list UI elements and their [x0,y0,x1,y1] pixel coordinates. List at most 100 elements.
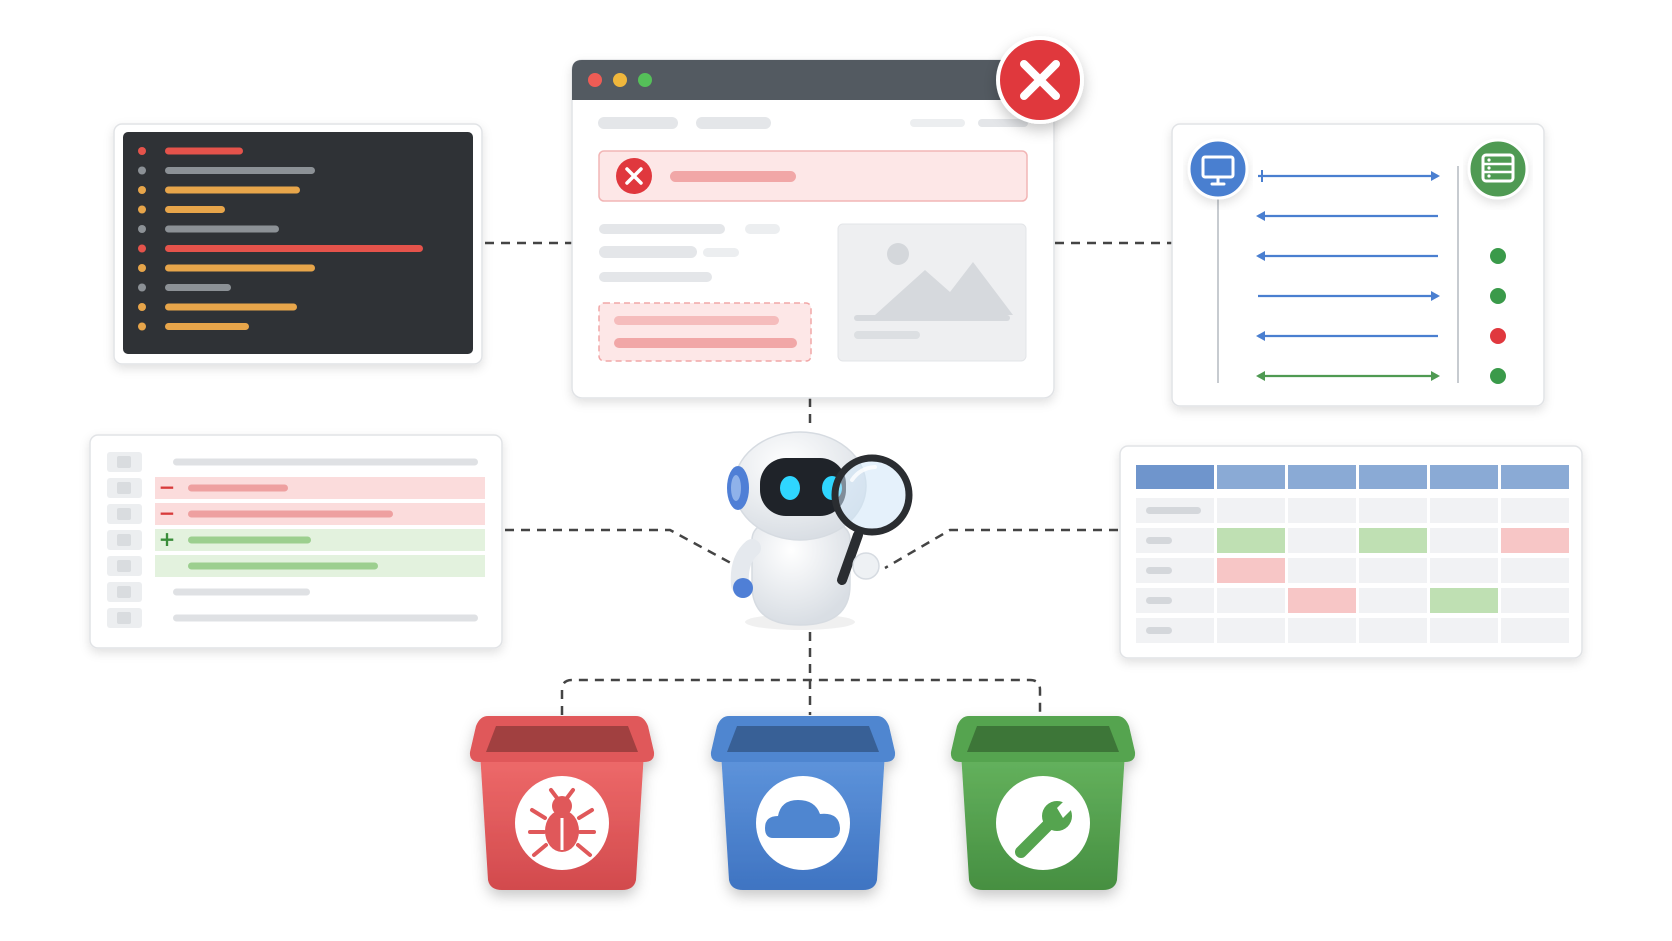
log-line-dot [138,244,146,253]
bucket-infrastructure [710,716,896,890]
code-lines [138,147,423,331]
log-line-dot [138,225,146,233]
log-line [165,186,300,194]
connectors [485,241,1172,715]
window-zoom-dot[interactable] [638,73,652,87]
table-cell-fail [1288,588,1356,613]
table-header-cell [1501,465,1569,489]
table-cell [1217,588,1285,613]
table-cell [1501,618,1569,643]
table-cell [1430,528,1498,553]
arrow-head [1256,251,1265,261]
table-cell [1430,498,1498,523]
table-cell-pass [1217,528,1285,553]
data-table-icon [1136,465,1569,643]
log-line-dot [138,205,146,214]
terminal-log-icon [123,132,473,354]
table-cell [1501,588,1569,613]
table-header-cell [1288,465,1356,489]
table-cell [1359,588,1427,613]
diff-context-row [173,588,310,596]
diff-panel: −−+ [89,434,503,649]
diff-minus-icon: − [159,475,176,499]
log-line [165,206,225,213]
log-line-dot [138,322,146,331]
bucket-fix [950,716,1136,890]
image-placeholder-icon [837,223,1027,362]
invalid-field [598,302,812,362]
table-cell-pass [1359,528,1427,553]
code-diff-icon: −−+ [107,452,485,628]
log-line [165,284,231,291]
error-banner [598,150,1028,202]
buckets [469,716,1136,890]
arrow-head [1431,371,1440,381]
connector-bucket-rail [560,678,1042,715]
connector-table-to-robot [884,528,1118,570]
table-cell [1430,558,1498,583]
log-line-dot [138,264,146,272]
table-header-cell [1217,465,1285,489]
table-panel [1119,445,1583,659]
table-cell-fail [1217,558,1285,583]
browser-error-icon [996,36,1084,124]
robot-magnifier-icon [727,431,913,630]
network-panel [1171,123,1545,407]
log-line [165,245,423,252]
arrow-head [1256,371,1265,381]
table-header-cell [1430,465,1498,489]
arrow-head [1256,331,1265,341]
window-close-dot[interactable] [588,73,602,87]
table-cell [1288,528,1356,553]
table-cell [1359,498,1427,523]
table-cell [1288,498,1356,523]
server-rack-icon [1467,138,1529,200]
log-line-dot [138,303,146,311]
table-cell [1288,618,1356,643]
diff-added-row [155,529,485,551]
log-line-dot [138,147,146,155]
diff-plus-icon: + [159,527,176,551]
browser-titlebar [572,60,1054,100]
table-cell [1501,498,1569,523]
log-line [165,323,249,330]
log-line-dot [138,186,146,194]
table-cell [1359,618,1427,643]
diff-context-row [173,458,478,466]
bug-icon [528,788,596,857]
log-line [165,264,315,272]
table-header-cell [1359,465,1427,489]
arrow-head [1431,291,1440,301]
browser-window [571,36,1084,399]
status-ok-dot [1490,288,1506,304]
wrench-icon [1015,796,1075,858]
status-fail-dot [1490,328,1506,344]
diff-context-row [173,614,478,622]
window-minimize-dot[interactable] [613,73,627,87]
table-cell [1359,558,1427,583]
log-line-dot [138,283,146,292]
diff-minus-icon: − [159,501,176,525]
table-header-cell [1136,465,1214,489]
arrow-head [1256,211,1265,221]
log-line [165,225,279,233]
log-line-dot [138,166,146,175]
status-ok-dot [1490,368,1506,384]
log-line [165,303,297,311]
table-cell [1217,618,1285,643]
code-panel [113,123,483,365]
arrow-head [1431,171,1440,181]
connector-diff-to-robot [505,528,741,570]
diff-removed-row [155,477,485,499]
bucket-bug [469,716,655,890]
table-cell-fail [1501,528,1569,553]
client-monitor-icon [1187,138,1249,200]
status-ok-dot [1490,248,1506,264]
log-line [165,147,243,155]
log-line [165,167,315,174]
table-cell [1501,558,1569,583]
network-messages [1256,170,1506,384]
cloud-icon [765,800,840,838]
